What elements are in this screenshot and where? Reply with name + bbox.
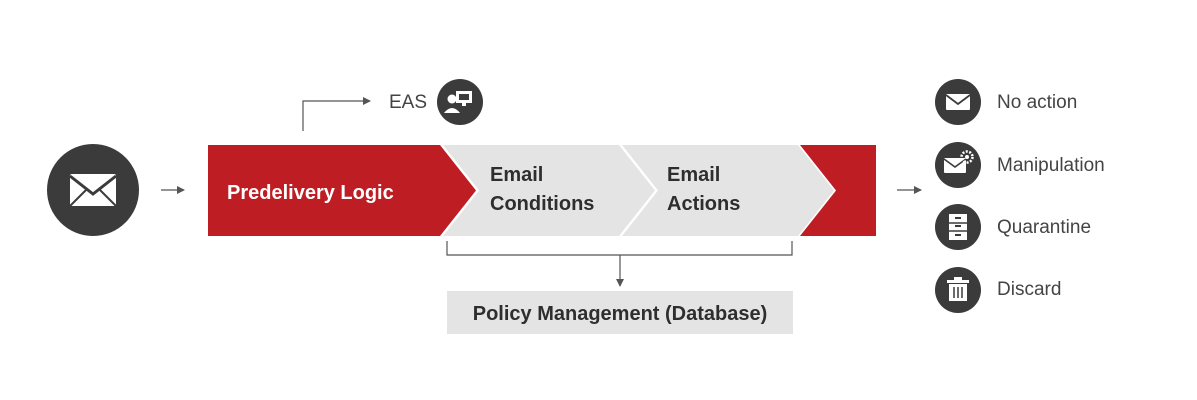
conditions-label-line2: Conditions	[490, 193, 594, 215]
outcome-manipulation: Manipulation	[935, 142, 1105, 188]
eas-arrow	[302, 97, 371, 131]
predelivery-label: Predelivery Logic	[227, 182, 394, 204]
eas-branch: EAS	[302, 79, 483, 131]
outcome-quarantine: Quarantine	[935, 204, 1091, 250]
predelivery-stage	[208, 145, 476, 236]
outcome-label: Manipulation	[997, 155, 1105, 176]
policy-bracket	[446, 241, 793, 287]
eas-label: EAS	[389, 92, 427, 113]
bracket-line	[446, 241, 793, 256]
email-actions-stage	[622, 145, 834, 236]
pipeline-tail	[800, 145, 876, 236]
trash-icon	[947, 277, 969, 301]
computer-user-icon	[444, 91, 472, 113]
outcome-discard: Discard	[935, 267, 1061, 313]
envelope-icon	[69, 174, 117, 207]
actions-label-line2: Actions	[667, 193, 740, 215]
conditions-label-line1: Email	[490, 164, 543, 186]
envelope-icon	[945, 94, 971, 110]
policy-box	[447, 291, 793, 334]
input-envelope	[47, 144, 139, 236]
file-cabinet-icon	[949, 214, 967, 240]
envelope-gear-icon	[943, 150, 974, 173]
outcome-label: Discard	[997, 279, 1061, 300]
outcome-no-action: No action	[935, 79, 1077, 125]
email-conditions-stage	[443, 145, 655, 236]
outcome-label: No action	[997, 92, 1077, 113]
actions-label-line1: Email	[667, 164, 720, 186]
policy-label: Policy Management (Database)	[473, 303, 768, 325]
policy-management: Policy Management (Database)	[447, 291, 793, 334]
outcome-label: Quarantine	[997, 217, 1091, 238]
pipeline: Predelivery Logic Email Conditions Email…	[208, 145, 876, 236]
